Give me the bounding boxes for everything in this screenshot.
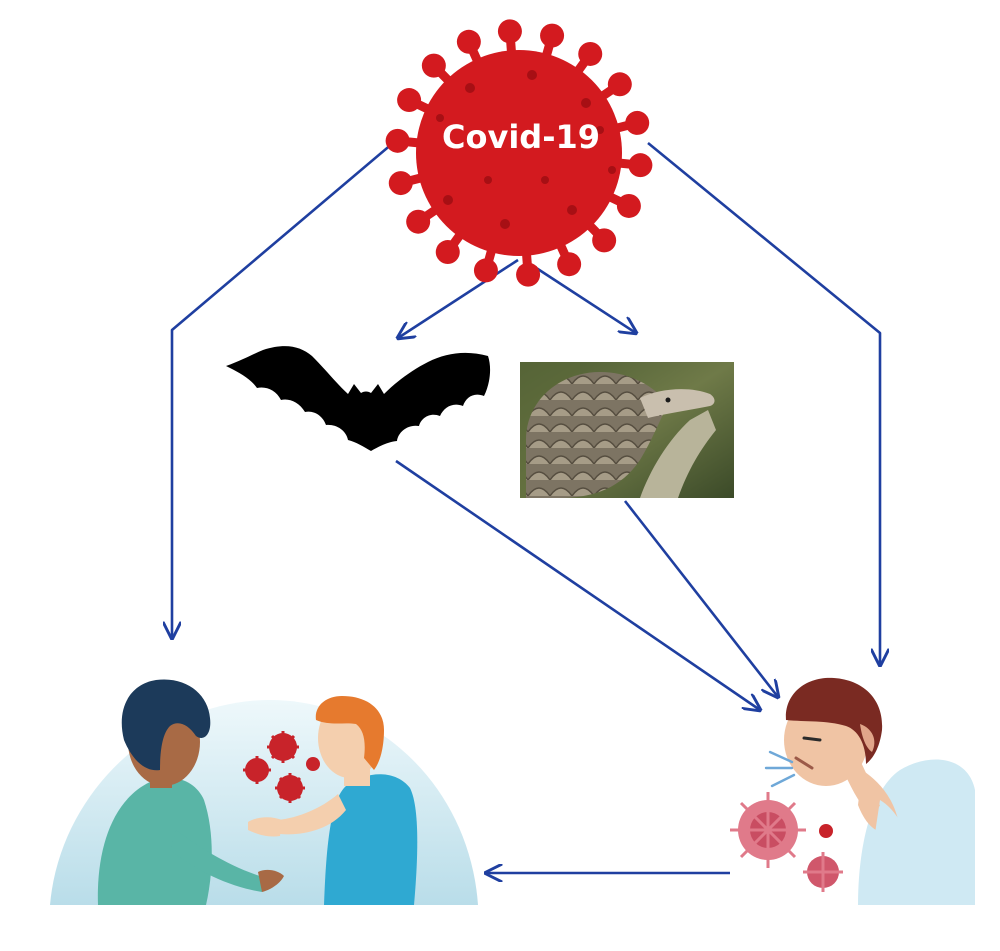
virus-spike-knob — [625, 110, 650, 135]
virus-spike-knob — [497, 19, 522, 44]
arrows — [172, 141, 880, 873]
virus-spike-knob — [578, 41, 603, 66]
virus-spike-knob — [592, 228, 617, 253]
arrow-bat-to-sneezer — [395, 459, 760, 710]
sneeze-lines — [764, 750, 796, 788]
woman-figure — [97, 679, 284, 905]
virus-spike-knob — [435, 240, 460, 265]
arrow-pangolin-to-sneezer — [623, 500, 778, 697]
arrow-virus-to-sneezer — [647, 141, 880, 665]
virus-label: Covid-19 — [442, 118, 600, 156]
virus-spike-knob — [557, 252, 582, 277]
arrow-virus-to-pangolin — [523, 258, 636, 333]
arrow-virus-to-bat — [398, 258, 519, 338]
virus-spike-knob — [385, 128, 410, 153]
virus-spike-knob — [516, 262, 541, 287]
arrow-virus-to-people — [172, 142, 394, 638]
virus-spike-knob — [397, 88, 422, 113]
virus-spike-knob — [406, 209, 431, 234]
sneeze-virus-particles — [730, 792, 843, 892]
virus-spike-knob — [607, 72, 632, 97]
virus-spike-knob — [456, 29, 481, 54]
bat-silhouette — [226, 346, 491, 451]
two-people-talking-illustration — [50, 679, 478, 905]
virus-spike-knob — [473, 258, 498, 283]
virus-particles — [243, 731, 320, 803]
virus-spike-knob — [388, 171, 413, 196]
sneezing-man-illustration — [730, 677, 975, 905]
virus-spike-knob — [421, 53, 446, 78]
virus-spike-knob — [628, 153, 653, 178]
virus-spike-knob — [616, 193, 641, 218]
coronavirus-icon: Covid-19 — [385, 19, 653, 287]
man-figure — [248, 696, 418, 905]
virus-spike-knob — [540, 23, 565, 48]
pangolin-photo — [520, 362, 734, 498]
